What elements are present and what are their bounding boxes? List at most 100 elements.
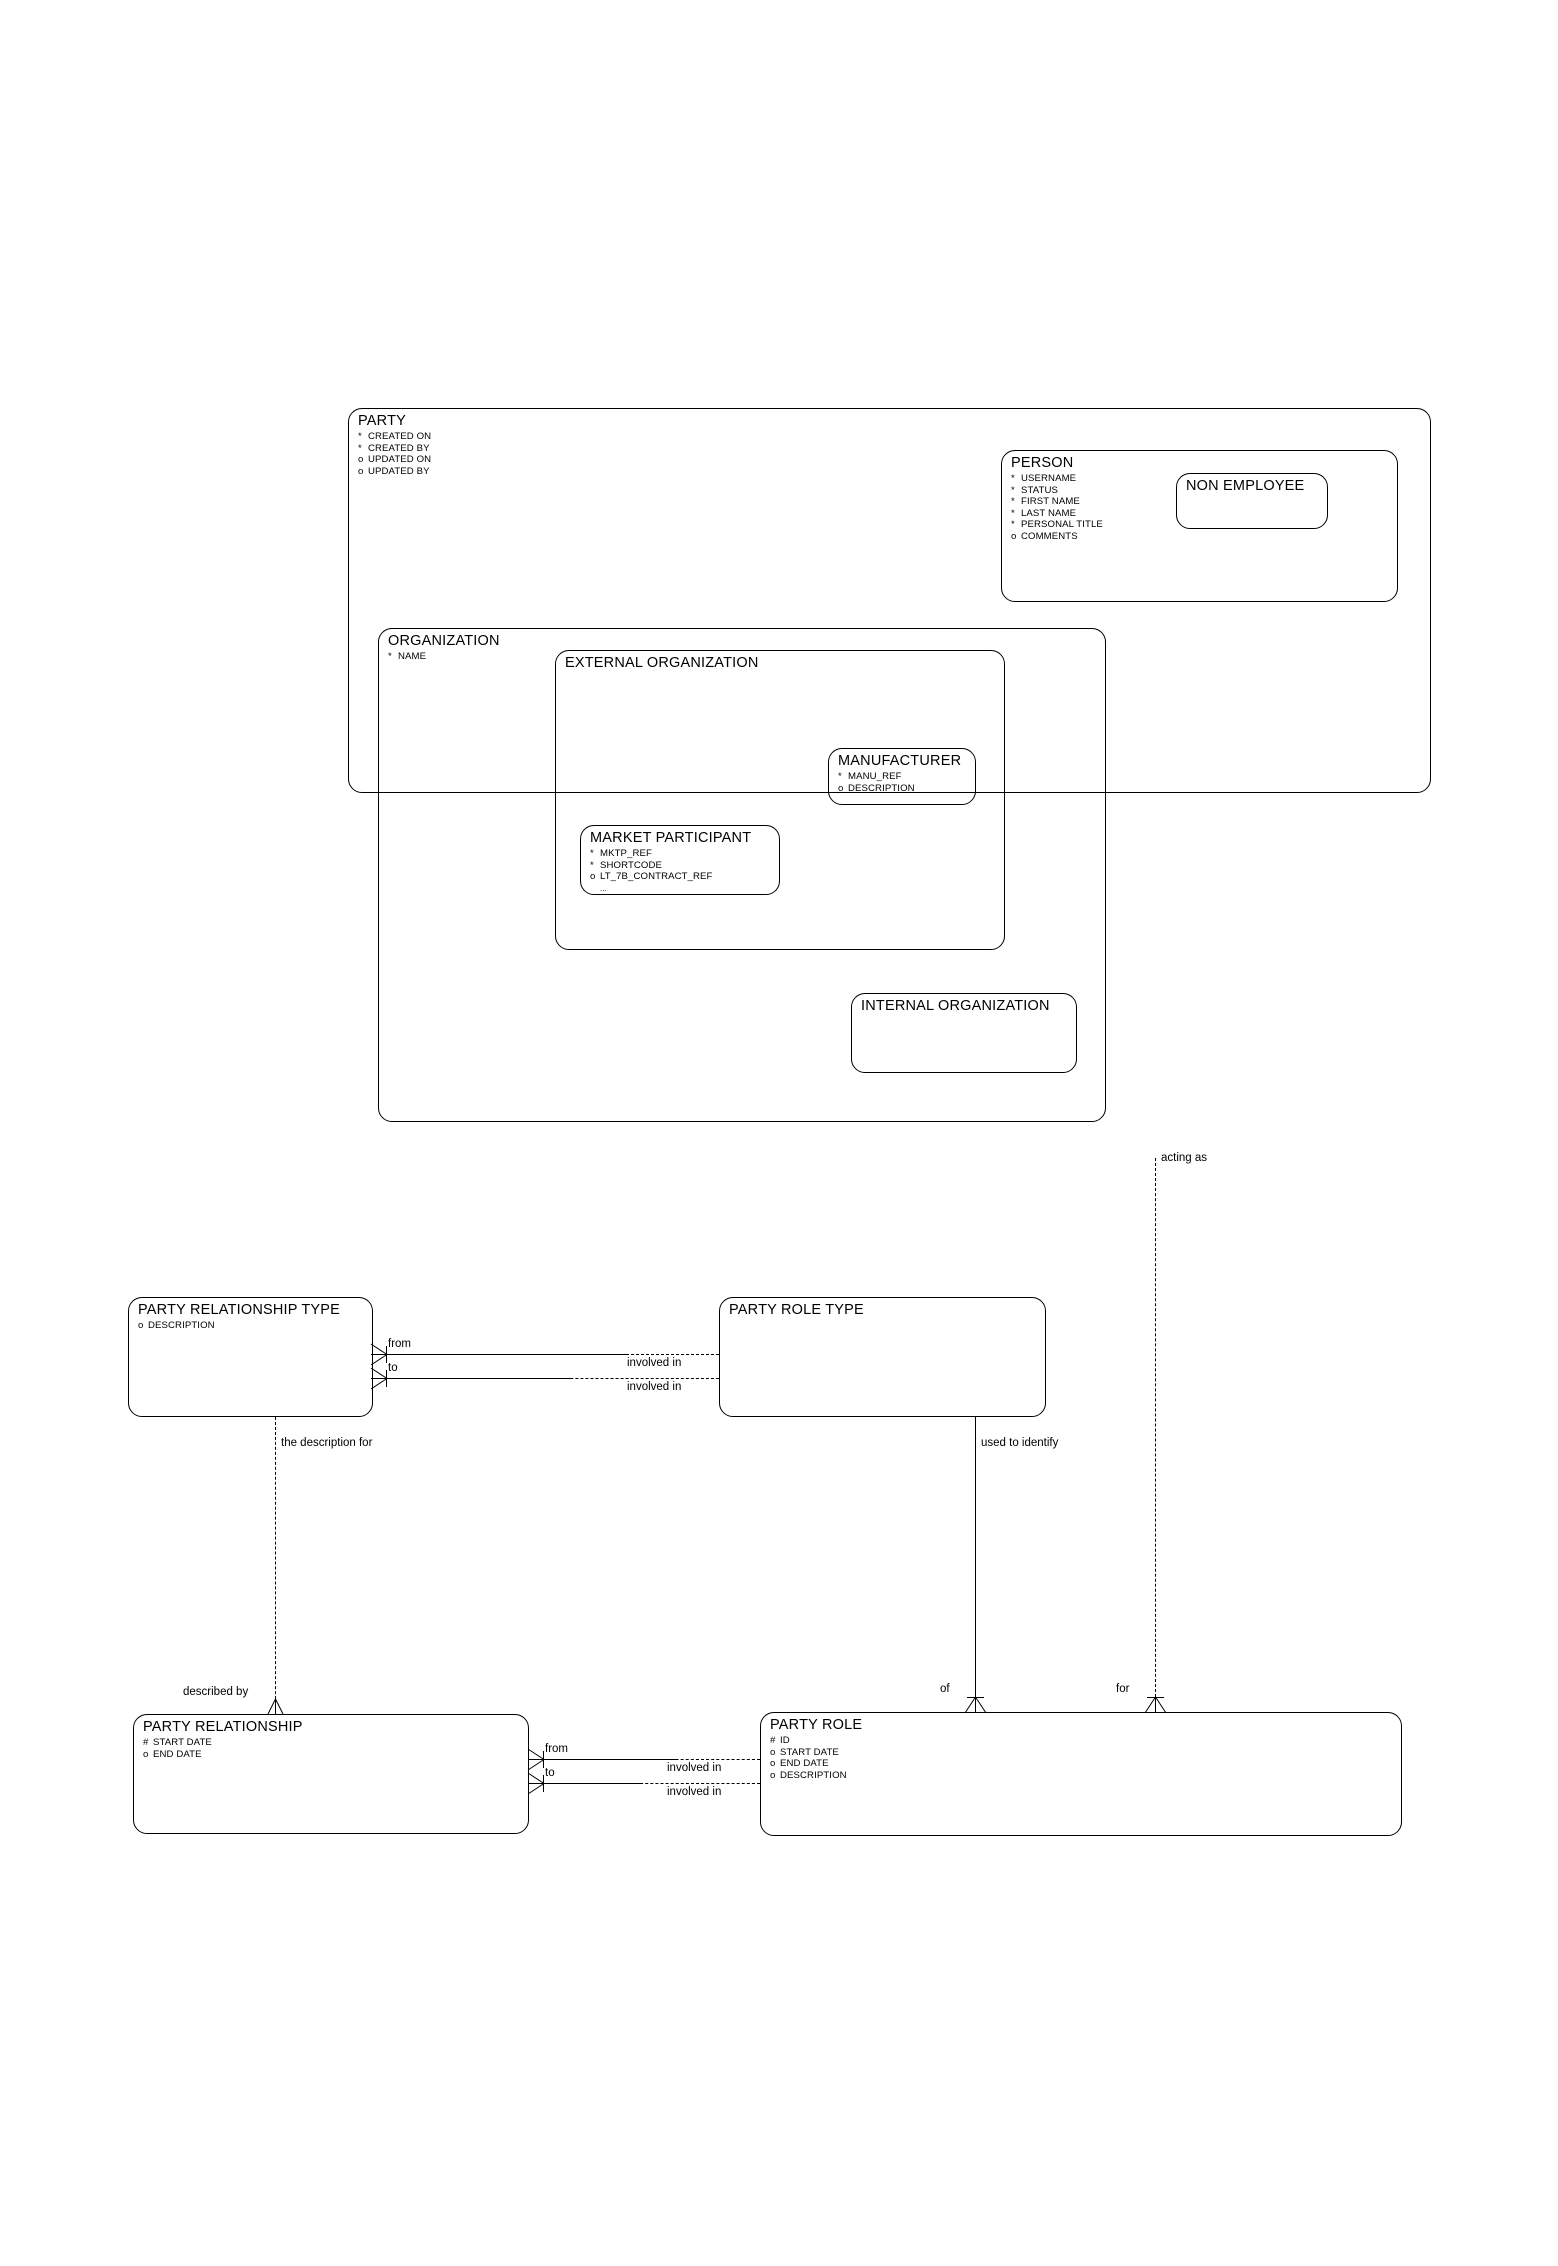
attribute-label: START DATE (153, 1737, 212, 1748)
entity-title: PARTY RELATIONSHIP TYPE (138, 1302, 341, 1318)
attribute-row: ... (590, 883, 713, 895)
attribute-row: * LAST NAME (1011, 508, 1103, 520)
crowsfoot-for (1144, 1696, 1167, 1714)
entity-market-participant[interactable]: MARKET PARTICIPANT *MKTP_REF *SHORTCODE … (580, 825, 780, 895)
relationship-line-prt-to-optional[interactable] (490, 1378, 719, 1379)
attribute-mark: * (1011, 496, 1015, 508)
attribute-label: NAME (398, 651, 427, 662)
attribute-mark: o (590, 871, 596, 883)
relationship-label-prt-involved-in-1: involved in (627, 1357, 682, 1369)
attribute-list: * NAME (388, 651, 426, 663)
attribute-label: ID (780, 1735, 790, 1746)
attribute-label: MKTP_REF (600, 848, 652, 859)
crowsfoot-of (964, 1696, 987, 1714)
attribute-mark: o (770, 1758, 776, 1770)
attribute-label: CREATED BY (368, 442, 430, 454)
attribute-label: USERNAME (1021, 473, 1077, 484)
attribute-mark: o (1011, 530, 1017, 542)
entity-party-role-type[interactable]: PARTY ROLE TYPE (719, 1297, 1046, 1417)
attribute-mark: * (590, 859, 594, 871)
relationship-label-pr-to: to (545, 1767, 555, 1779)
attribute-mark: # (143, 1737, 149, 1748)
attribute-mark: * (1011, 507, 1015, 519)
attribute-list: *MKTP_REF * SHORTCODE o LT_7B_CONTRACT_REF… (590, 848, 713, 894)
attribute-label: DESCRIPTION (780, 1769, 847, 1781)
attribute-row: * NAME (388, 651, 426, 663)
attribute-mark: o (838, 782, 844, 794)
entity-organization[interactable]: ORGANIZATION * NAME (378, 628, 1106, 1122)
attribute-label: SHORTCODE (600, 859, 663, 871)
entity-non-employee[interactable]: NON EMPLOYEE (1176, 473, 1328, 529)
attribute-row: * CREATED BY (358, 443, 431, 455)
relationship-label-pr-involved-in-1: involved in (667, 1762, 722, 1774)
attribute-mark: o (770, 1746, 776, 1758)
relationship-line-prt-to[interactable] (386, 1378, 571, 1379)
attribute-mark: * (358, 442, 362, 454)
relationship-line-pr-from-optional[interactable] (645, 1759, 760, 1760)
relationship-label-prt-to: to (388, 1362, 398, 1374)
attribute-row: *MKTP_REF (590, 848, 713, 860)
relationship-label-used-to-identify: used to identify (981, 1437, 1059, 1449)
entity-title: ORGANIZATION (388, 633, 500, 649)
attribute-mark: o (358, 454, 364, 466)
relationship-line-pr-from[interactable] (543, 1759, 678, 1760)
attribute-row: # ID (770, 1735, 847, 1747)
attribute-mark: # (770, 1735, 776, 1746)
attribute-label: END DATE (780, 1758, 829, 1770)
attribute-label: FIRST NAME (1021, 496, 1080, 508)
relationship-label-the-description-for: the description for (281, 1437, 373, 1449)
crowsfoot-described-by (267, 1698, 284, 1715)
attribute-label: ... (600, 883, 607, 893)
entity-title: NON EMPLOYEE (1186, 478, 1305, 494)
entity-title: EXTERNAL ORGANIZATION (565, 655, 759, 671)
attribute-label: LAST NAME (1021, 507, 1077, 519)
attribute-mark: o (138, 1320, 144, 1331)
relationship-line-the-description-for[interactable] (275, 1417, 276, 1714)
relationship-label-described-by: described by (183, 1686, 249, 1698)
attribute-list: * USERNAME *STATUS * FIRST NAME * LAST NAME… (1011, 473, 1103, 543)
attribute-mark: * (358, 431, 362, 442)
entity-internal-organization[interactable]: INTERNAL ORGANIZATION (851, 993, 1077, 1073)
relationship-line-pr-to[interactable] (543, 1783, 643, 1784)
entity-title: PARTY ROLE (770, 1717, 863, 1733)
attribute-mark: * (1011, 473, 1015, 484)
attribute-mark: * (1011, 484, 1015, 496)
attribute-row: *PERSONAL TITLE (1011, 519, 1103, 531)
relationship-label-acting-as: acting as (1161, 1152, 1208, 1164)
relationship-label-of: of (940, 1683, 950, 1695)
relationship-label-pr-from: from (545, 1743, 568, 1755)
relationship-label-prt-from: from (388, 1338, 411, 1350)
entity-title: PERSON (1011, 455, 1074, 471)
attribute-label: COMMENTS (1021, 530, 1078, 542)
entity-title: MANUFACTURER (838, 753, 962, 769)
entity-external-organization[interactable]: EXTERNAL ORGANIZATION (555, 650, 1005, 950)
entity-person[interactable]: PERSON * USERNAME *STATUS * FIRST NAME * LA… (1001, 450, 1398, 602)
relationship-line-pr-to-optional[interactable] (630, 1783, 760, 1784)
relationship-line-acting-as[interactable] (1155, 1158, 1156, 1712)
relationship-line-used-to-identify[interactable] (975, 1417, 976, 1712)
attribute-label: LT_7B_CONTRACT_REF (600, 871, 713, 883)
attribute-label: END DATE (153, 1748, 202, 1760)
attribute-row: * FIRST NAME (1011, 496, 1103, 508)
attribute-row: *MANU_REF (838, 771, 915, 783)
attribute-row: *STATUS (1011, 485, 1103, 497)
relationship-line-prt-from-optional[interactable] (496, 1354, 719, 1355)
attribute-mark: * (1011, 519, 1015, 531)
attribute-row: o UPDATED ON (358, 454, 431, 466)
attribute-mark: * (838, 771, 842, 782)
attribute-mark: * (388, 651, 392, 662)
attribute-label: UPDATED ON (368, 454, 432, 466)
